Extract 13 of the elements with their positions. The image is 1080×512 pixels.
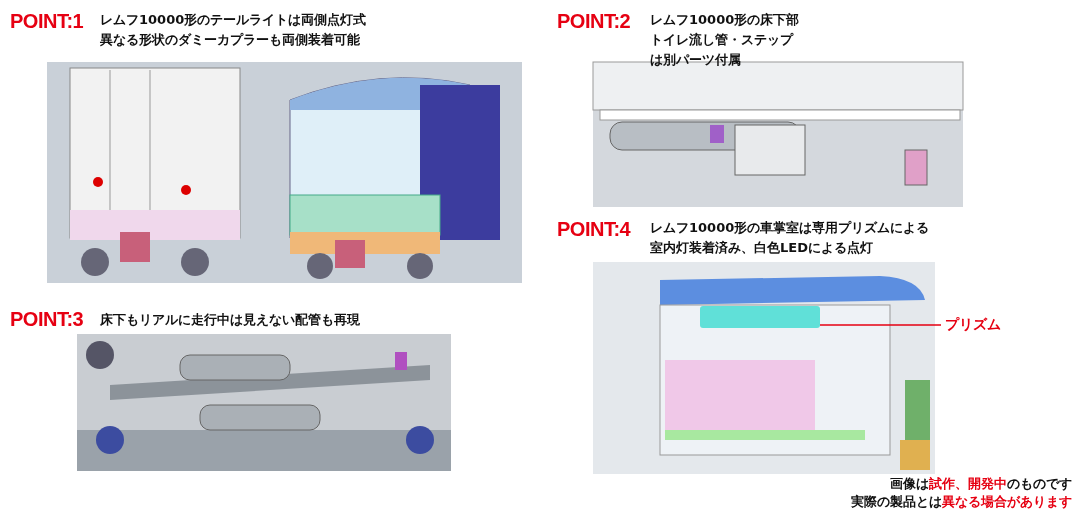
- point-heading: POINT:2: [557, 10, 631, 33]
- point-heading: POINT:4: [557, 218, 631, 241]
- disclaimer-note: 画像は試作、開発中のものです: [890, 475, 1072, 493]
- point-heading: POINT:1: [10, 10, 84, 33]
- disclaimer-note: 実際の製品とは異なる場合があります: [851, 493, 1072, 511]
- prism-part: [700, 306, 820, 328]
- leader-line: [819, 324, 942, 326]
- feature-text: 床下もリアルに走行中は見えない配管も再現: [100, 311, 361, 329]
- feature-text: レムフ10000形のテールライトは両側点灯式異なる形状のダミーカプラーも両側装着可能: [100, 11, 368, 49]
- feature-text: レムフ10000形の床下部トイレ流し管・ステップは別パーツ付属: [650, 11, 800, 69]
- feature-text: レムフ10000形の車掌室は専用プリズムによる室内灯装着済み、白色LEDによる点灯: [650, 219, 931, 257]
- callout-label: プリズム: [945, 316, 1001, 334]
- point-heading: POINT:3: [10, 308, 84, 331]
